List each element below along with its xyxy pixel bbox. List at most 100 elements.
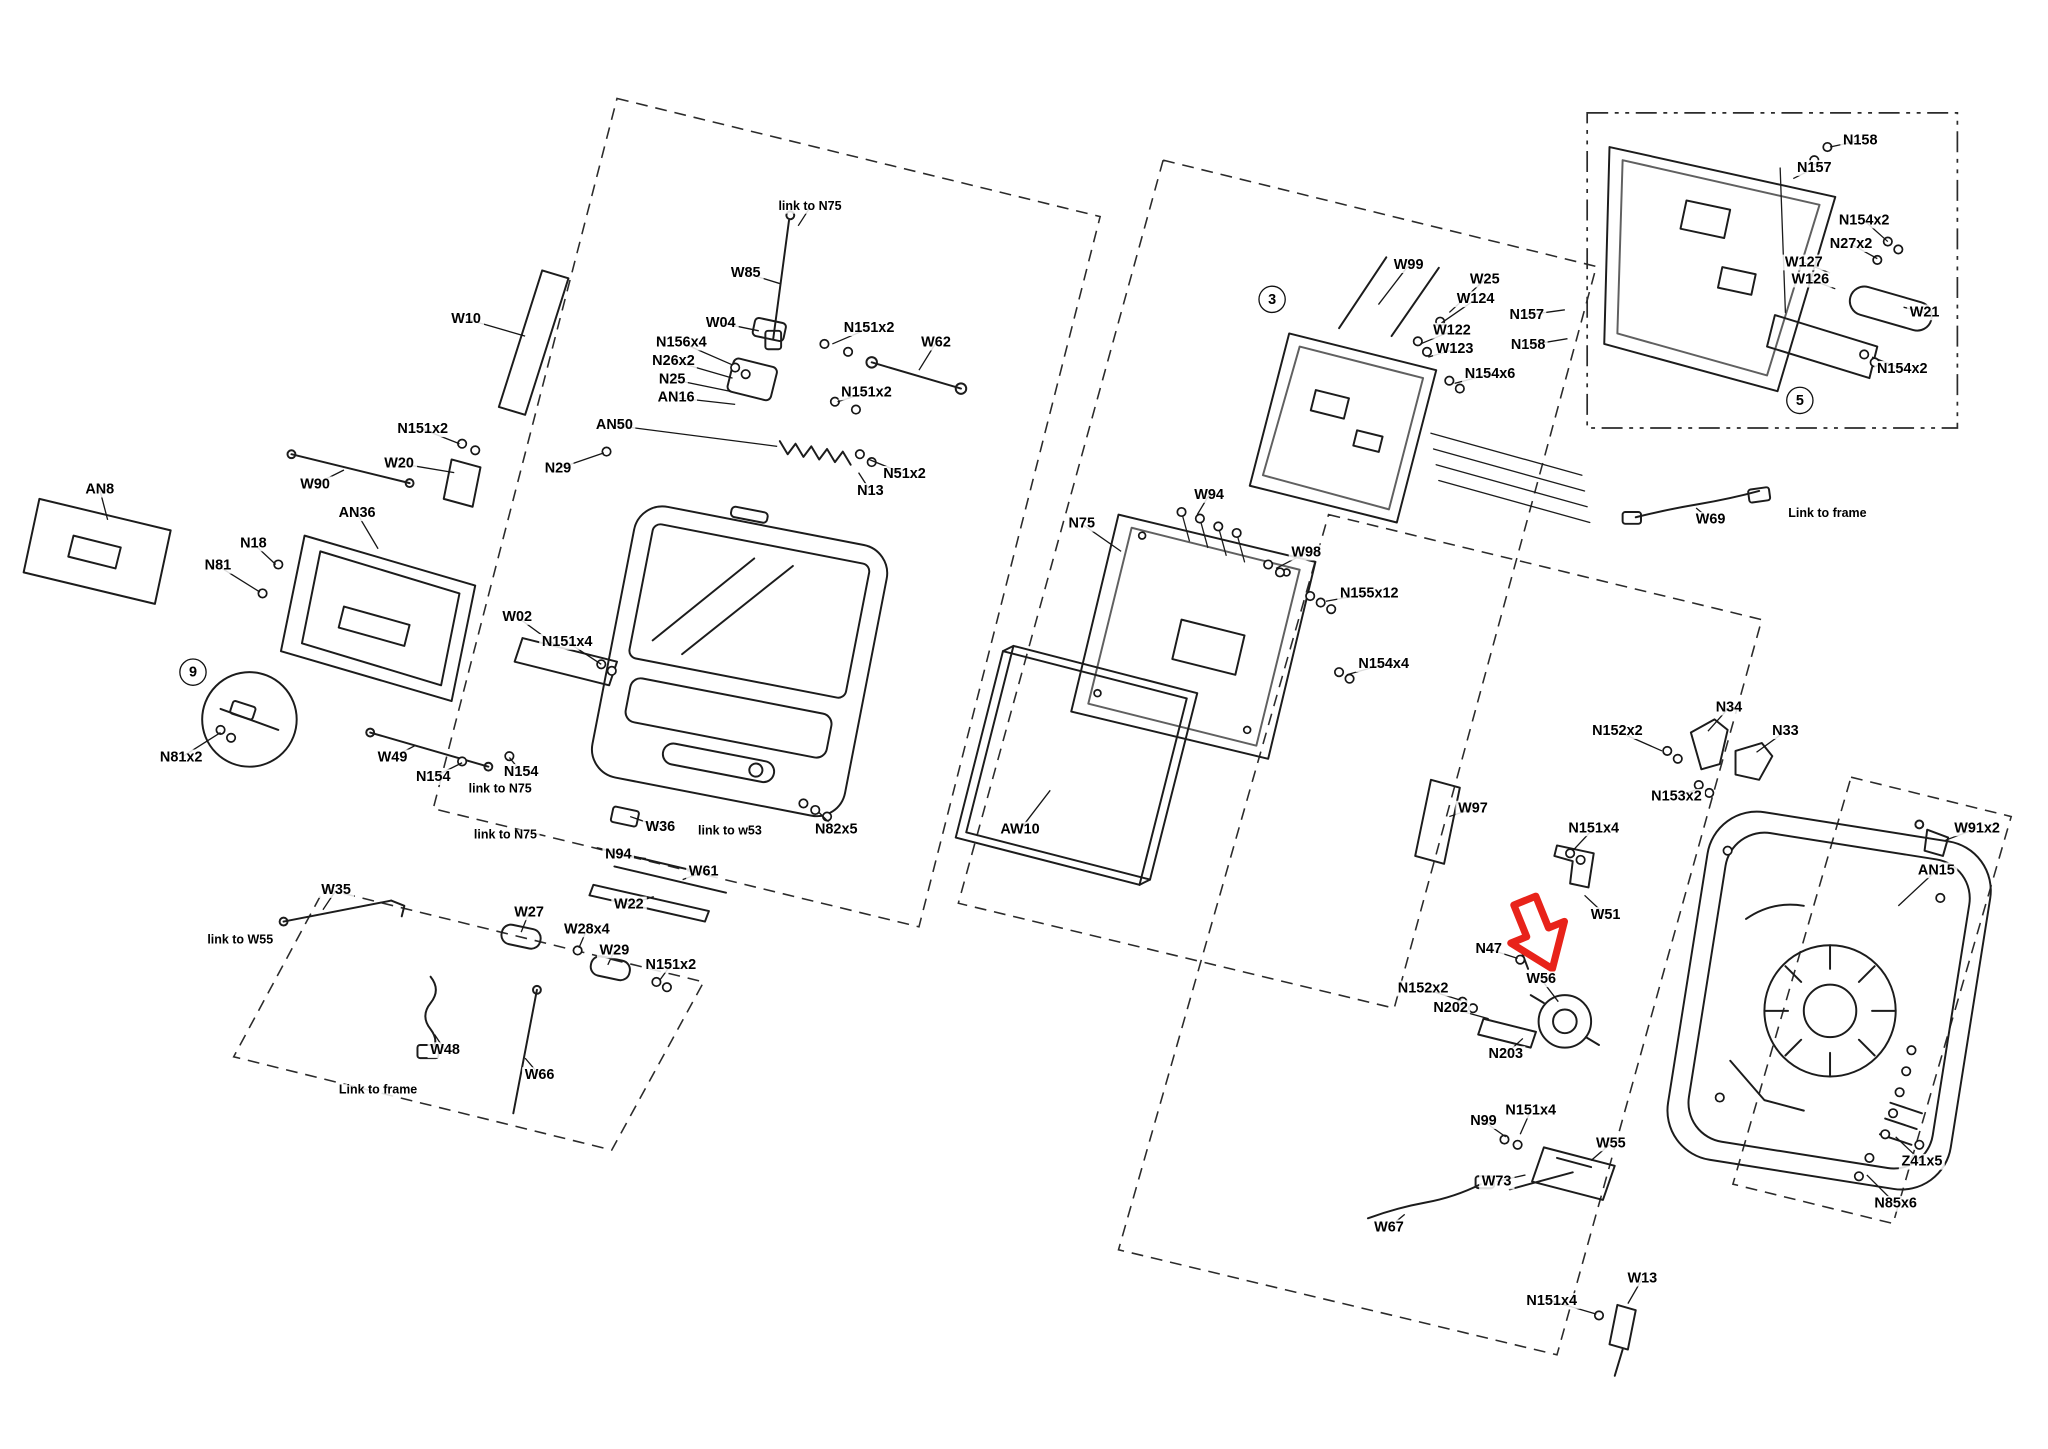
part-label: W27: [511, 904, 547, 921]
part-label: N13: [854, 483, 887, 499]
part-label: N156x4: [653, 334, 710, 351]
part-label: N81x2: [157, 749, 206, 766]
part-label: W04: [703, 315, 739, 331]
part-label: Link to frame: [1785, 507, 1870, 522]
highlight-arrow: [1507, 892, 1569, 973]
strip-w97: [1414, 778, 1461, 865]
callout-number: 5: [1786, 386, 1814, 415]
part-label: N202: [1430, 1000, 1471, 1017]
leader-lines: [99, 139, 1978, 1315]
part-label: W122: [1430, 322, 1474, 339]
part-label: W02: [499, 609, 535, 625]
exploded-boundaries: [232, 97, 2013, 1356]
part-label: link to N75: [471, 828, 540, 844]
part-label: W21: [1907, 304, 1943, 321]
part-label: N81: [202, 557, 234, 574]
linkage-parts: [278, 210, 968, 1115]
part-label: AW10: [997, 821, 1043, 838]
part-label: N29: [542, 460, 574, 477]
part-label: N158: [1508, 337, 1548, 354]
part-label: AN16: [655, 389, 698, 406]
part-label: link to N75: [775, 199, 845, 215]
part-label: W20: [381, 455, 417, 472]
part-label: W51: [1588, 907, 1624, 923]
part-label: N151x2: [394, 421, 451, 438]
part-label: N99: [1467, 1113, 1500, 1130]
flat-panel-aw10: [954, 644, 1199, 886]
leader-line: [614, 424, 778, 448]
part-label: W91x2: [1951, 820, 2003, 837]
callout-number: 9: [179, 658, 207, 686]
part-label: W48: [427, 1042, 463, 1059]
part-label: W35: [318, 882, 354, 899]
part-label: N158: [1840, 132, 1881, 149]
part-label: W126: [1788, 271, 1832, 288]
part-label: N27x2: [1827, 236, 1875, 253]
part-label: AN8: [82, 481, 117, 498]
part-label: W67: [1371, 1219, 1407, 1236]
plate-an8: [22, 497, 172, 605]
pcb-assembly: [1248, 256, 1591, 524]
part-label: W29: [596, 942, 632, 959]
part-label: W123: [1433, 341, 1477, 358]
part-label: N85x6: [1871, 1195, 1920, 1212]
part-label: N75: [1065, 515, 1098, 532]
bracket-assembly-inset: [1603, 146, 1933, 393]
part-label: N152x2: [1589, 723, 1646, 740]
rear-cover-assembly: [1666, 810, 1992, 1191]
part-label: link to N75: [466, 782, 535, 798]
part-label: W90: [297, 476, 333, 493]
part-label: N154x2: [1874, 360, 1931, 377]
part-label: W99: [1391, 257, 1427, 274]
part-label: N151x2: [642, 956, 699, 973]
part-label: N18: [237, 535, 270, 552]
part-label: N154x6: [1462, 366, 1518, 383]
hinge-detail: [201, 671, 298, 768]
part-label: W28x4: [561, 921, 613, 938]
part-label: N151x4: [539, 634, 596, 650]
part-label: N51x2: [880, 465, 929, 482]
part-label: W10: [448, 311, 484, 327]
part-label: AN15: [1915, 862, 1958, 879]
cable-w67: [1366, 1175, 1495, 1220]
part-label-highlighted: W56: [1523, 971, 1559, 988]
part-label: N203: [1485, 1046, 1526, 1063]
part-label: link to w53: [695, 824, 765, 840]
part-label: W49: [375, 749, 411, 766]
part-label: N82x5: [812, 821, 861, 838]
callout-number: 3: [1258, 285, 1286, 314]
part-label: Z41x5: [1898, 1153, 1946, 1170]
part-label: N151x2: [838, 384, 895, 401]
part-label: N152x2: [1395, 980, 1452, 997]
detail-inset-border: [1586, 112, 1959, 429]
part-label: N154: [413, 769, 454, 786]
part-label: N47: [1472, 941, 1505, 958]
part-label: N33: [1769, 723, 1802, 740]
part-label: link to W55: [204, 933, 276, 949]
part-label: N34: [1713, 699, 1745, 716]
part-label: W124: [1454, 291, 1498, 308]
screws: [215, 141, 1946, 1321]
part-label: W85: [728, 265, 764, 282]
part-label: N157: [1506, 307, 1547, 324]
part-label: N94: [602, 846, 635, 863]
part-label: W62: [918, 334, 954, 351]
part-label: W97: [1455, 800, 1491, 817]
part-label: AN36: [335, 505, 379, 522]
part-label: W73: [1479, 1173, 1515, 1190]
part-label: Link to frame: [336, 1083, 420, 1098]
part-label: N151x4: [1502, 1102, 1559, 1119]
part-label: W13: [1624, 1270, 1660, 1287]
part-label: W61: [686, 863, 722, 880]
part-label: N157: [1794, 160, 1835, 176]
rear-bracket-panel: [1070, 513, 1317, 760]
part-label: AN50: [593, 417, 636, 434]
part-label: W22: [611, 896, 647, 913]
part-label: W25: [1467, 271, 1503, 288]
part-label: N26x2: [649, 353, 698, 369]
part-label: N153x2: [1648, 788, 1705, 805]
part-label: W94: [1191, 486, 1227, 503]
part-label: N154: [501, 763, 542, 780]
